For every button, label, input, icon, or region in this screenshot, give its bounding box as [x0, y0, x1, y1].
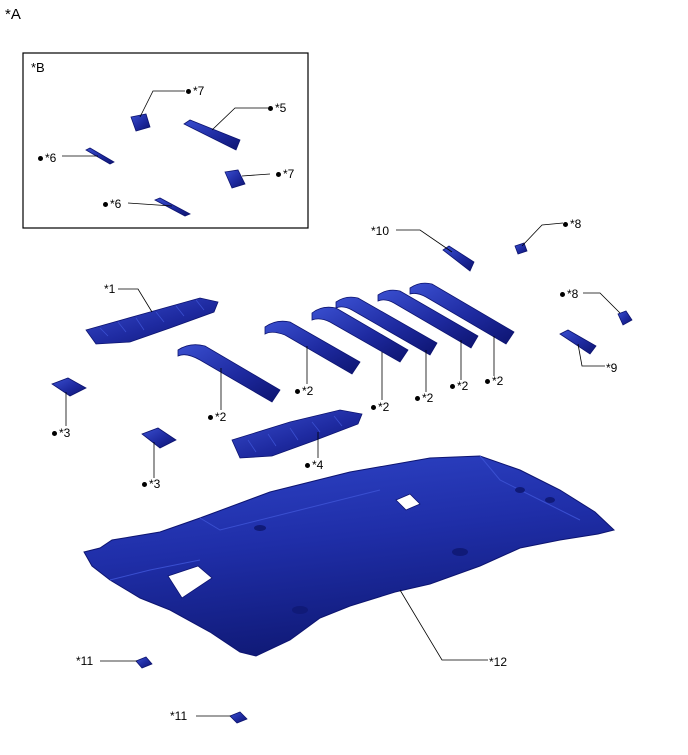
inset-label-b: *B: [31, 60, 45, 75]
bullet-dot: [485, 379, 490, 385]
callout-7-lower: *7: [276, 167, 294, 181]
clip-11-lower: [229, 711, 248, 724]
roof-opening-rear: [167, 565, 213, 599]
callout-8-right: *8: [560, 287, 578, 301]
panel-2-a: [177, 344, 281, 403]
panel-2-e: [377, 289, 479, 349]
inset-strip-6-lower: [154, 197, 191, 217]
callout-9: *9: [606, 361, 618, 375]
inset-clip-7-lower: [224, 169, 246, 189]
callout-3-left: *3: [52, 426, 70, 440]
bullet-dot: [208, 415, 213, 421]
inset-pad-5: [183, 119, 241, 151]
callout-2-c: *2: [371, 400, 389, 414]
clip-8-upper: [514, 242, 528, 255]
callout-3-middle: *3: [142, 477, 160, 491]
callout-5: *5: [268, 101, 286, 115]
callout-12: *12: [489, 655, 508, 669]
bullet-dot: [305, 463, 310, 469]
callout-11-lower: *11: [170, 709, 188, 723]
callout-2-f: *2: [485, 374, 503, 388]
view-label-a: *A: [5, 6, 21, 23]
main-leaders: [65, 222, 621, 717]
roof-headliner-12: [83, 455, 616, 657]
bullet-dot: [371, 405, 376, 411]
pad-3-middle: [141, 427, 177, 449]
clip-8-right: [617, 310, 633, 326]
callout-8-upper: *8: [563, 217, 581, 231]
callout-11-upper: *11: [76, 654, 94, 668]
inset-leaders: [62, 90, 271, 207]
pad-3-left: [51, 377, 87, 397]
bullet-dot: [560, 292, 565, 298]
bullet-dot: [103, 202, 108, 208]
bullet-dot: [268, 106, 273, 112]
panel-2-c: [311, 306, 409, 363]
panel-2-d: [335, 296, 438, 356]
callout-1: *1: [104, 282, 116, 296]
bullet-dot: [450, 384, 455, 390]
clip-11-upper: [135, 656, 153, 669]
callout-2-b: *2: [295, 384, 313, 398]
callout-6-upper: *6: [38, 151, 56, 165]
callout-6-lower: *6: [103, 197, 121, 211]
panels-2: [177, 282, 515, 403]
bullet-dot: [142, 482, 147, 488]
pad-10: [442, 245, 475, 272]
bullet-dot: [415, 396, 420, 402]
bullet-dot: [563, 222, 568, 228]
bullet-dot: [186, 89, 191, 95]
inset-strip-6-upper: [85, 147, 115, 165]
pad-9: [559, 329, 597, 355]
bullet-dot: [52, 431, 57, 437]
bracket-1: [85, 297, 219, 345]
bullet-dot: [38, 156, 43, 162]
bullet-dot: [295, 389, 300, 395]
callout-7-upper: *7: [186, 84, 204, 98]
callout-10: *10: [371, 224, 390, 238]
bullet-dot: [276, 172, 281, 178]
callout-2-d: *2: [415, 391, 433, 405]
callout-2-e: *2: [450, 379, 468, 393]
roof-opening-center: [395, 493, 421, 511]
callout-4: *4: [305, 458, 323, 472]
bracket-4: [231, 409, 363, 459]
callout-2-a: *2: [208, 410, 226, 424]
inset-box: [22, 52, 309, 229]
panel-2-b: [264, 320, 361, 375]
panel-2-f: [409, 282, 515, 345]
